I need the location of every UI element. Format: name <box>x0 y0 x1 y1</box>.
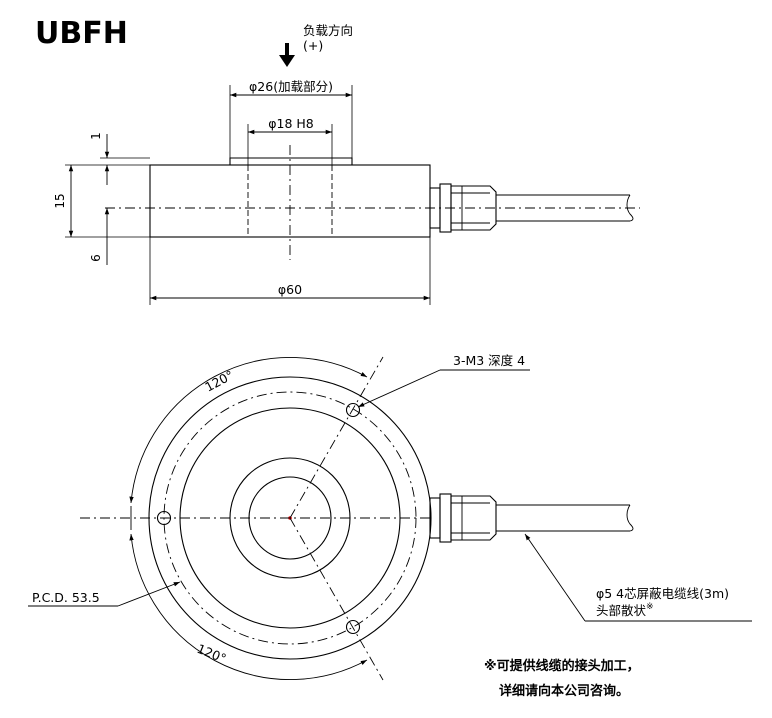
thread-spec-label: 3-M3 深度 4 <box>453 353 525 368</box>
load-direction-label: 负载方向 <box>303 23 353 38</box>
side-view: φ26(加载部分) φ18 H8 1 15 <box>53 79 640 305</box>
load-direction-arrow-icon <box>279 43 295 67</box>
load-direction-sign: (+) <box>303 38 323 53</box>
outer-diameter-label: φ60 <box>278 282 302 297</box>
height-label: 15 <box>53 193 67 208</box>
cable-end-label: 头部散状※ <box>596 602 654 618</box>
model-title: UBFH <box>35 16 128 51</box>
load-part-diameter-label: φ26(加载部分) <box>249 79 333 94</box>
footnote-line-2: 详细请向本公司咨询。 <box>499 683 629 699</box>
footnote-line-1: ※可提供线缆的接头加工， <box>484 658 640 674</box>
cable-end-text: 头部散状 <box>596 603 647 618</box>
lower-offset-label: 6 <box>89 254 103 262</box>
bottom-view: 120° 120° 3-M3 深度 4 P.C.D. 53.5 <box>28 353 752 681</box>
step-height-label: 1 <box>89 132 103 140</box>
pcd-label: P.C.D. 53.5 <box>32 590 100 605</box>
cable-spec-label: φ5 4芯屏蔽电缆线(3m) <box>596 586 729 601</box>
cable-note-mark: ※ <box>646 602 654 612</box>
angle-bottom-label: 120° <box>195 641 229 666</box>
bore-diameter-label: φ18 H8 <box>268 116 314 131</box>
